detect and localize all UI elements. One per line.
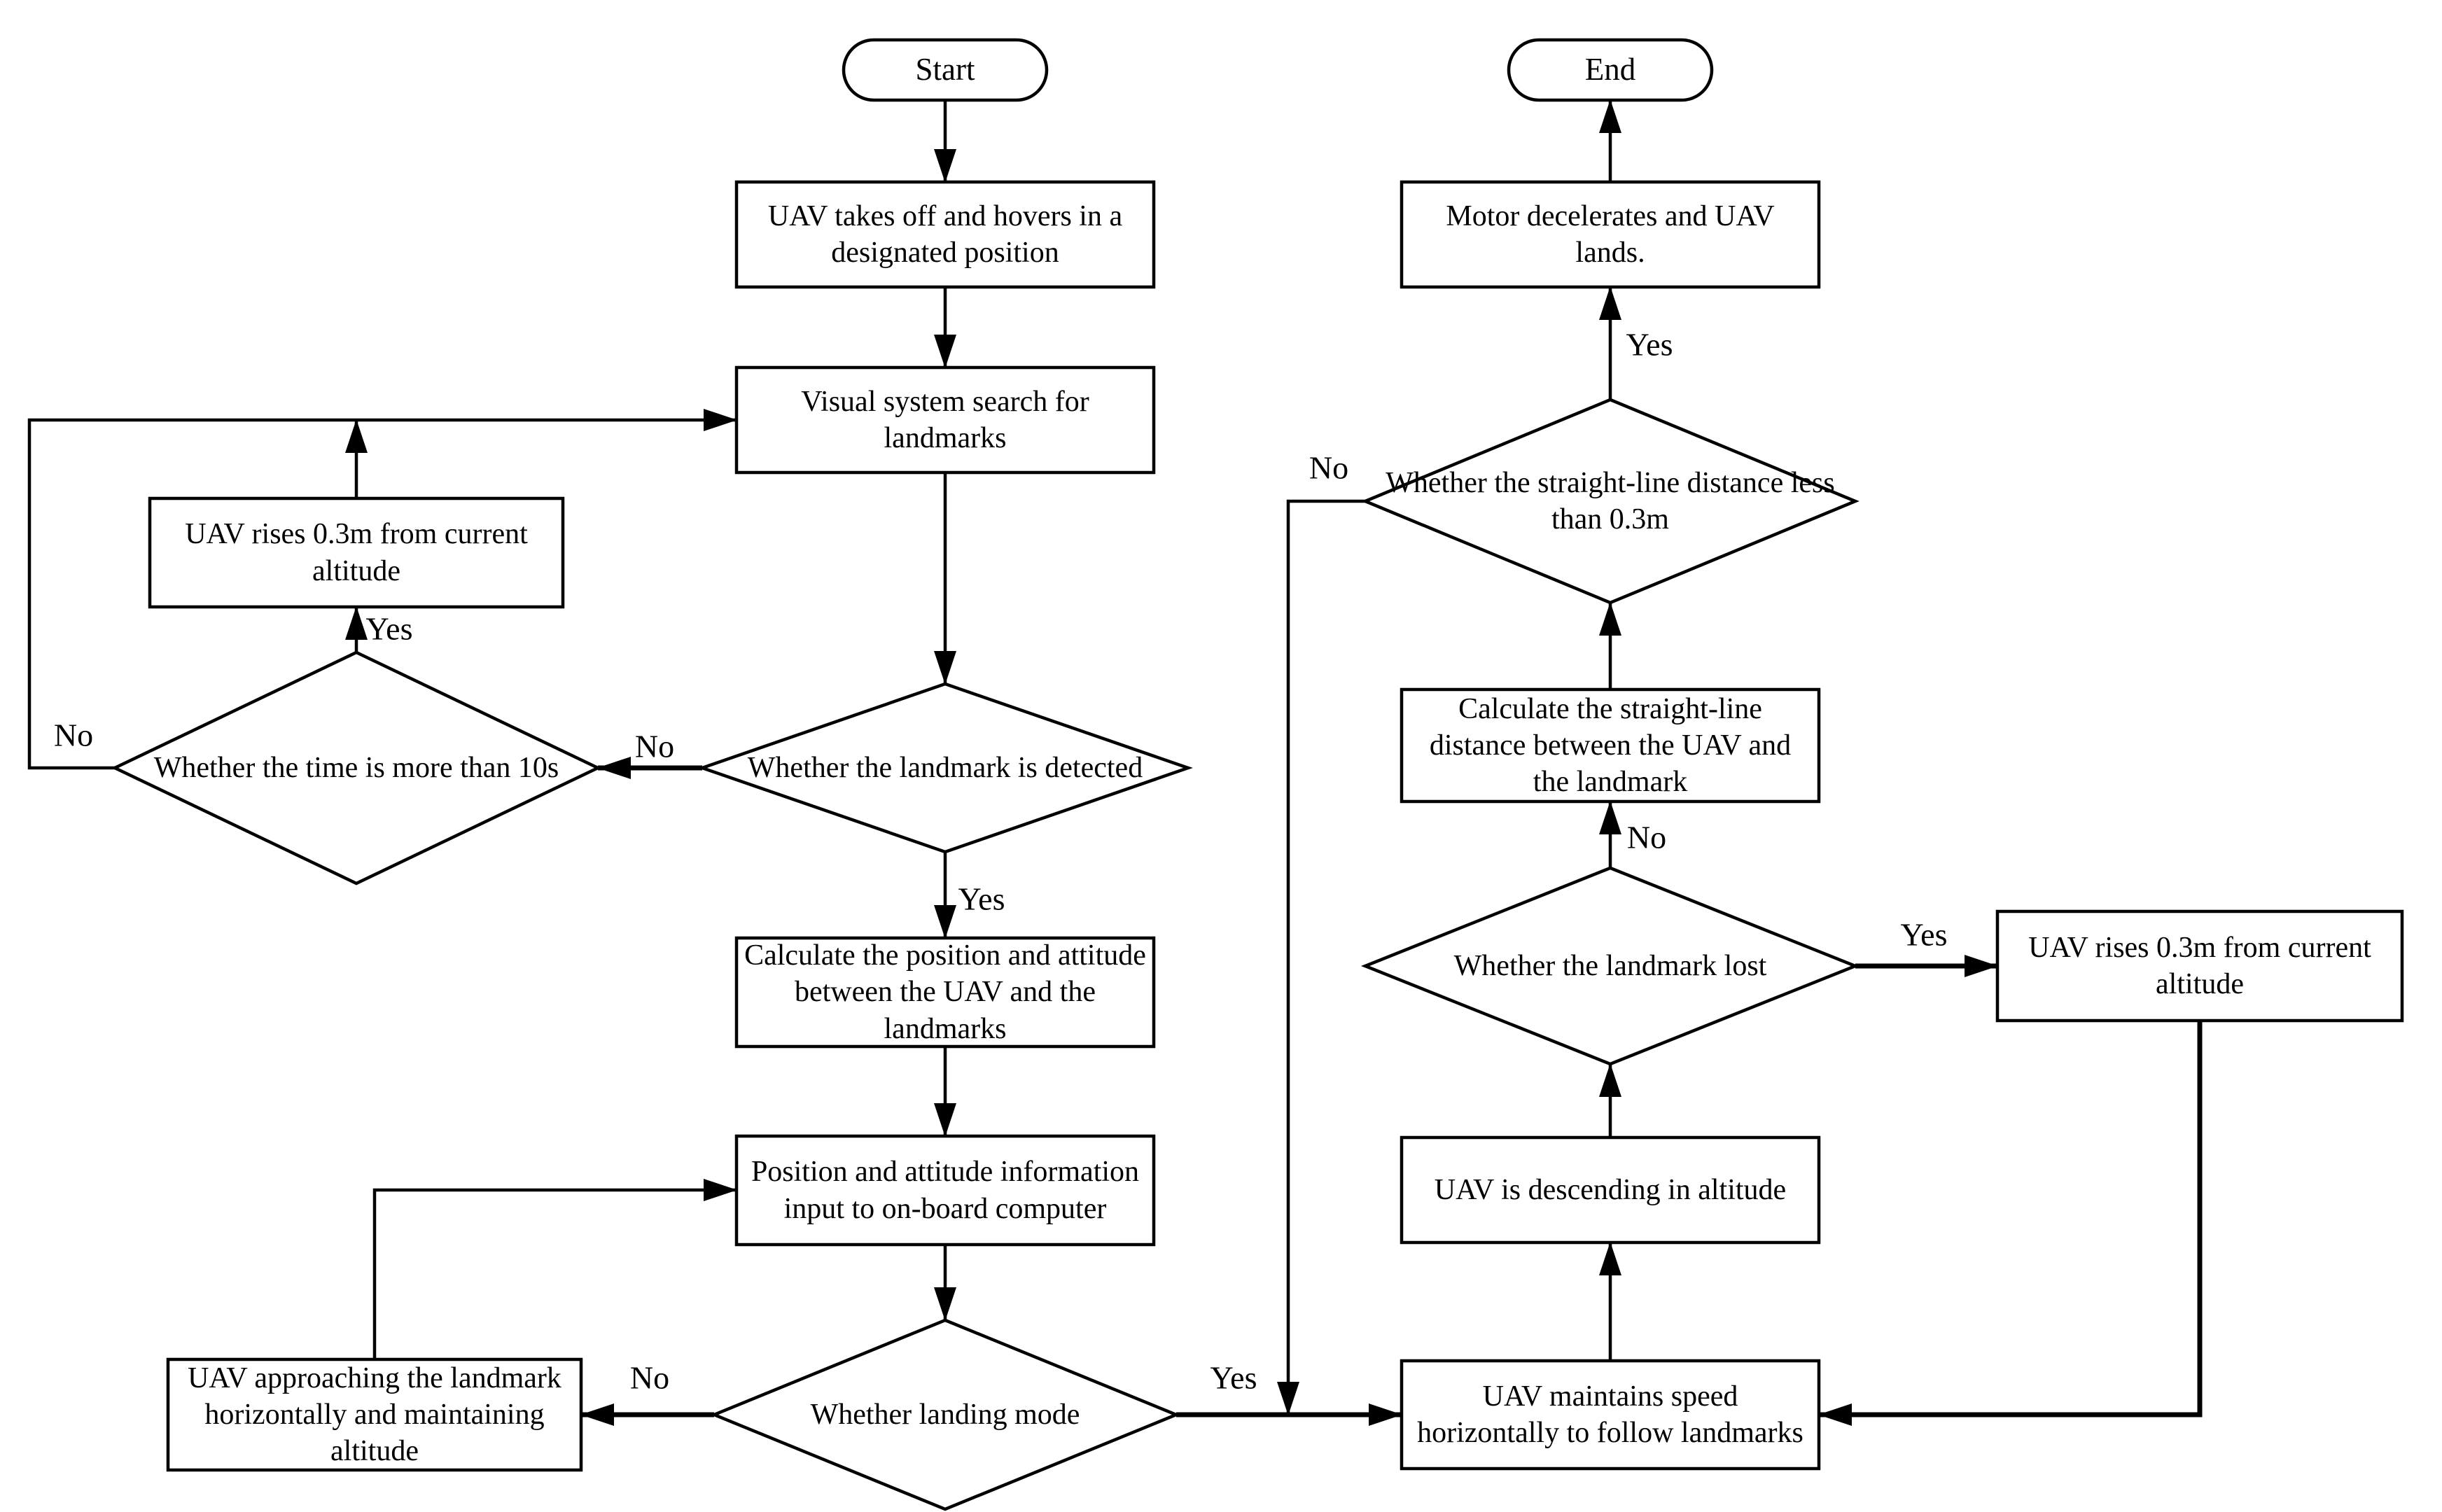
takeoff-label: UAV takes off and hovers in a designated… bbox=[767, 200, 1123, 269]
edge-approaching-pos-input bbox=[372, 1179, 737, 1359]
rises-right-label: UAV rises 0.3m from current altitude bbox=[2028, 931, 2371, 1000]
landing-label: Whether landing mode bbox=[810, 1398, 1080, 1431]
approaching-label: UAV approaching the landmark horizontall… bbox=[188, 1362, 561, 1468]
visual-shape bbox=[734, 365, 1156, 475]
end-shape bbox=[1507, 38, 1714, 102]
motor-label: Motor decelerates and UAV lands. bbox=[1446, 200, 1775, 269]
lost-shape bbox=[1360, 866, 1860, 1066]
edge-label-no-landing: No bbox=[629, 1359, 670, 1396]
landing-shape bbox=[710, 1318, 1180, 1511]
edge-label-no-time: No bbox=[53, 717, 94, 753]
approaching-shape bbox=[166, 1357, 583, 1472]
rises-left-label: UAV rises 0.3m from current altitude bbox=[185, 518, 528, 587]
calc-pos-label: Calculate the position and attitude betw… bbox=[744, 939, 1146, 1045]
pos-input-shape bbox=[734, 1134, 1156, 1247]
edge-label-yes-detected: Yes bbox=[958, 881, 1005, 917]
end-label: End bbox=[1584, 52, 1636, 88]
visual-label: Visual system search for landmarks bbox=[801, 385, 1089, 454]
start-shape bbox=[842, 38, 1049, 102]
edge-label-yes-sld: Yes bbox=[1626, 326, 1673, 363]
rises-right-shape bbox=[1995, 909, 2404, 1023]
start-label: Start bbox=[915, 52, 975, 88]
calc-sld-shape bbox=[1400, 687, 1821, 804]
edge-label-yes-lost: Yes bbox=[1900, 916, 1948, 953]
calc-sld-label: Calculate the straight-line distance bet… bbox=[1429, 692, 1792, 799]
descending-label: UAV is descending in altitude bbox=[1434, 1173, 1787, 1206]
edge-label-yes-landing: Yes bbox=[1210, 1359, 1257, 1396]
edge-sld-merge-line bbox=[1277, 499, 1365, 1415]
rises-left-shape bbox=[148, 496, 565, 609]
maintains-label: UAV maintains speed horizontally to foll… bbox=[1417, 1380, 1803, 1449]
maintains-shape bbox=[1400, 1359, 1821, 1471]
edge-label-no-detected: No bbox=[634, 728, 675, 764]
edge-time-visual bbox=[27, 409, 737, 770]
descending-shape bbox=[1400, 1135, 1821, 1245]
lost-label: Whether the landmark lost bbox=[1453, 949, 1767, 982]
edge-label-no-lost: No bbox=[1626, 819, 1667, 855]
edge-rises-right-maintains bbox=[1818, 1021, 2203, 1426]
motor-shape bbox=[1400, 180, 1821, 289]
edge-label-yes-time: Yes bbox=[365, 610, 413, 647]
edge-label-no-sld: No bbox=[1309, 449, 1349, 486]
detected-shape bbox=[697, 682, 1193, 854]
sld-shape bbox=[1361, 398, 1860, 605]
time-shape bbox=[111, 650, 602, 886]
sld-label: Whether the straight-line distance less … bbox=[1386, 466, 1835, 536]
takeoff-shape bbox=[734, 180, 1156, 289]
pos-input-label: Position and attitude information input … bbox=[751, 1156, 1140, 1225]
detected-label: Whether the landmark is detected bbox=[747, 751, 1143, 784]
calc-pos-shape bbox=[734, 936, 1156, 1049]
time-label: Whether the time is more than 10s bbox=[153, 751, 559, 784]
